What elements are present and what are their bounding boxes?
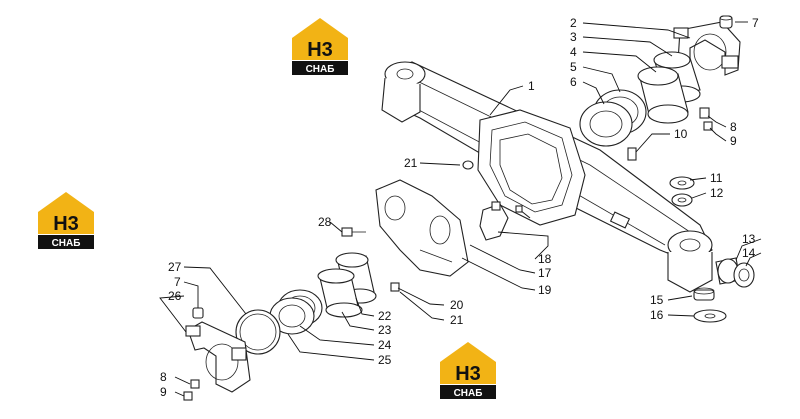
callout-13: 13 xyxy=(742,232,756,246)
callout-8-lower: 8 xyxy=(160,370,167,384)
callout-26: 26 xyxy=(168,289,182,303)
callout-9: 9 xyxy=(730,134,737,148)
shim-16 xyxy=(693,309,727,323)
lower-bearing-clamp xyxy=(185,321,251,393)
bushing-4 xyxy=(637,66,689,124)
washer-11 xyxy=(669,176,695,190)
spacer-12 xyxy=(671,193,693,207)
brand-logo-top: H3 CHAБ xyxy=(292,18,348,75)
callout-5: 5 xyxy=(570,60,577,74)
callout-4: 4 xyxy=(570,45,577,59)
logo-mark-text: H3 xyxy=(307,39,333,61)
callout-11: 11 xyxy=(710,171,723,185)
callout-14: 14 xyxy=(742,246,756,260)
callout-21-upper: 21 xyxy=(404,156,418,170)
thrust-washer-15 xyxy=(693,287,715,301)
callout-15: 15 xyxy=(650,293,664,307)
callout-19: 19 xyxy=(538,283,552,297)
seal-ring-6 xyxy=(579,101,633,147)
brand-logo-bottom: H3 CHAБ xyxy=(440,342,496,399)
callout-9-lower: 9 xyxy=(160,385,167,399)
bolt-9 xyxy=(703,121,713,131)
callout-7: 7 xyxy=(752,16,759,30)
callout-7-lower: 7 xyxy=(174,275,181,289)
bushing-23 xyxy=(317,268,363,318)
cap-bolt-top-right xyxy=(719,15,733,29)
callout-1: 1 xyxy=(528,79,535,93)
logo-house-shape xyxy=(440,342,496,384)
callout-16: 16 xyxy=(650,308,664,322)
axle-housing xyxy=(381,61,713,293)
callout-20: 20 xyxy=(450,298,464,312)
callout-numbers: 1 2 3 4 5 6 7 8 9 10 11 12 13 14 15 16 1… xyxy=(160,16,759,399)
logo-bar xyxy=(440,385,496,399)
callout-12: 12 xyxy=(710,186,724,200)
bolt-7-lower xyxy=(192,307,204,319)
logo-bar xyxy=(38,235,94,249)
bushing-14 xyxy=(733,262,755,288)
callout-6: 6 xyxy=(570,75,577,89)
brand-logo-left: H3 CHAБ xyxy=(38,192,94,249)
callout-8: 8 xyxy=(730,120,737,134)
logo-bar xyxy=(292,61,348,75)
logo-mark-text: H3 xyxy=(53,213,79,235)
mounting-bracket xyxy=(375,179,469,277)
callout-24: 24 xyxy=(378,338,392,352)
bolt-28 xyxy=(341,227,366,237)
callout-10: 10 xyxy=(674,127,688,141)
grease-nipple-8 xyxy=(699,107,710,119)
callout-23: 23 xyxy=(378,323,392,337)
callout-2: 2 xyxy=(570,16,577,30)
grease-nipple-8-lower xyxy=(190,379,200,389)
callout-22: 22 xyxy=(378,309,392,323)
pin-20 xyxy=(390,282,400,292)
callout-17: 17 xyxy=(538,266,552,280)
callout-27: 27 xyxy=(168,260,182,274)
bolt-9-lower xyxy=(183,391,193,401)
logo-house-shape xyxy=(292,18,348,60)
callout-28: 28 xyxy=(318,215,332,229)
logo-mark-text: H3 xyxy=(455,363,481,385)
logo-house-shape xyxy=(38,192,94,234)
logo-caption: CHAБ xyxy=(52,238,81,249)
stud-bolt xyxy=(515,205,531,219)
bearing-cap-18 xyxy=(479,201,509,241)
logo-caption: CHAБ xyxy=(306,64,335,75)
logo-caption: CHAБ xyxy=(454,388,483,399)
callout-25: 25 xyxy=(378,353,392,367)
leader-lines xyxy=(159,21,762,397)
callout-21-lower: 21 xyxy=(450,313,464,327)
bolt-21-top xyxy=(462,160,474,170)
o-ring-27 xyxy=(235,309,281,355)
callout-18: 18 xyxy=(538,252,552,266)
bolt-10 xyxy=(627,147,637,161)
callout-3: 3 xyxy=(570,30,577,44)
